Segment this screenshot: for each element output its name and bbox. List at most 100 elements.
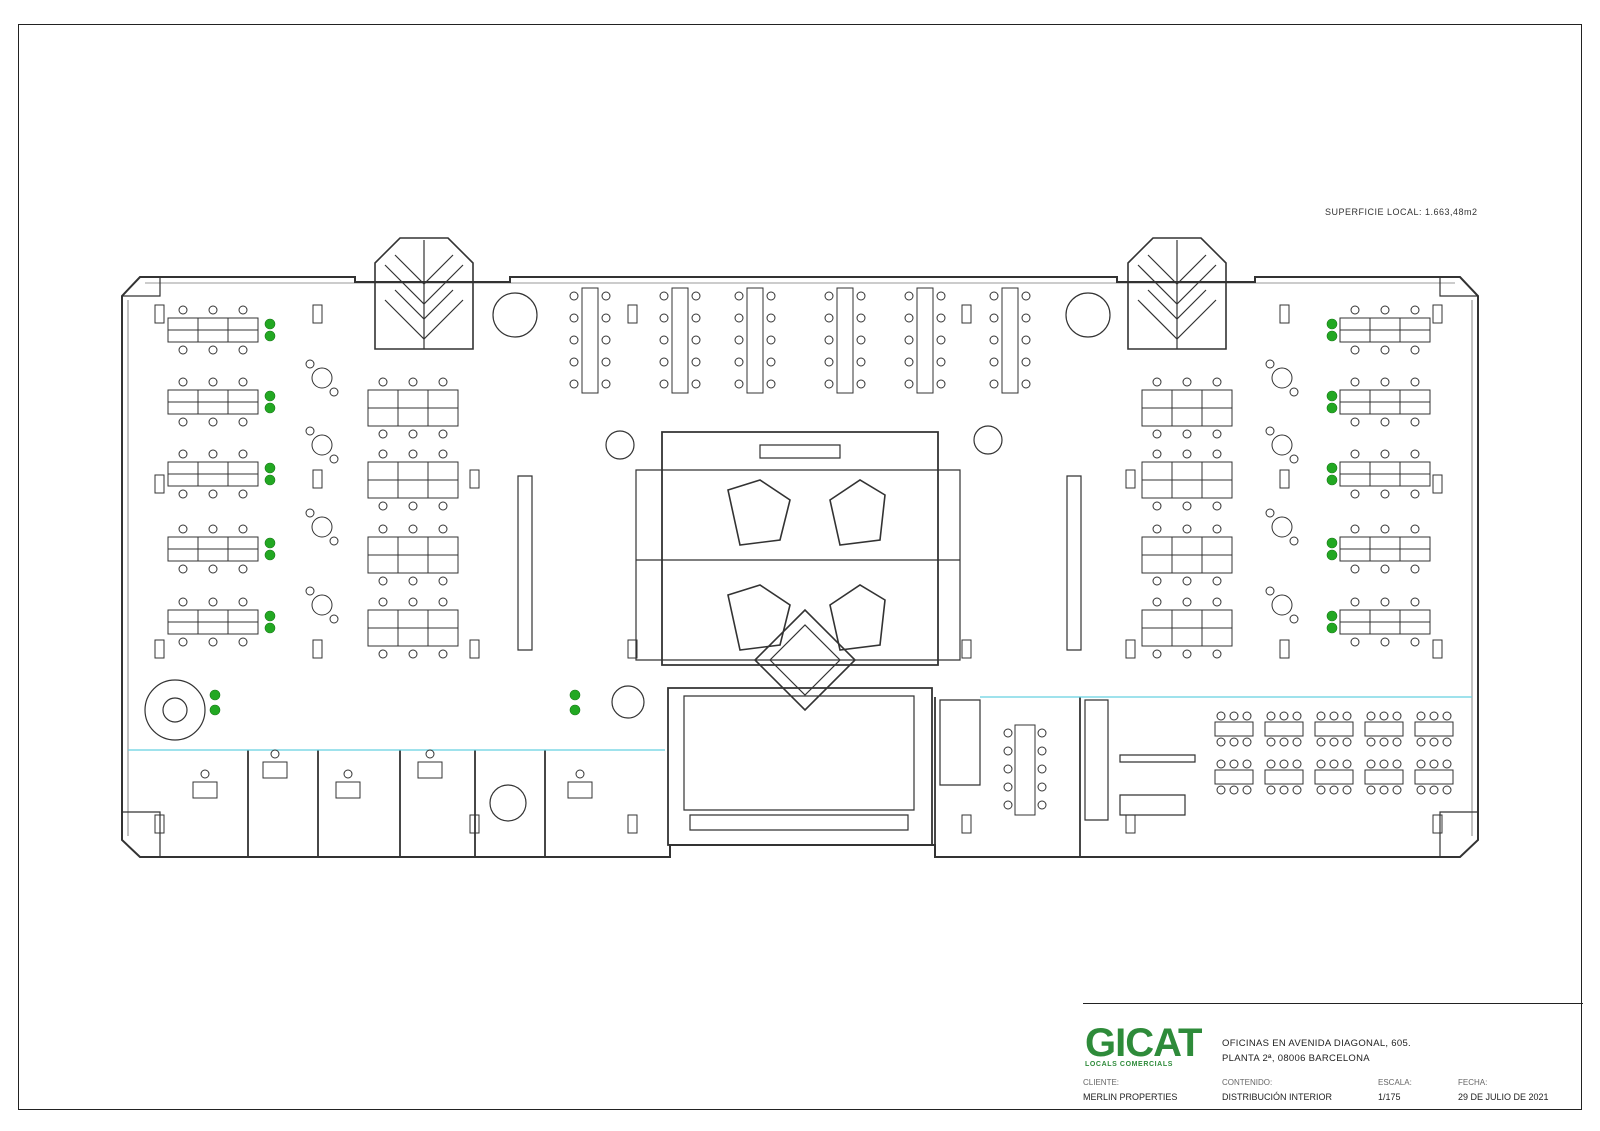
chair xyxy=(1379,785,1389,795)
chair xyxy=(1366,759,1376,769)
chair xyxy=(1350,417,1360,427)
plant xyxy=(1326,402,1338,414)
chair xyxy=(1279,737,1289,747)
column xyxy=(312,469,323,489)
chair xyxy=(178,564,188,574)
chair xyxy=(1212,501,1222,511)
chair xyxy=(1429,785,1439,795)
chair xyxy=(1216,711,1226,721)
chair xyxy=(1152,649,1162,659)
chair xyxy=(1242,785,1252,795)
column xyxy=(312,639,323,659)
chair xyxy=(1380,489,1390,499)
chair xyxy=(824,357,834,367)
stair-tower-right xyxy=(1127,237,1227,350)
column xyxy=(469,469,480,489)
chair xyxy=(1212,449,1222,459)
chair xyxy=(378,524,388,534)
chair xyxy=(601,335,611,345)
plant xyxy=(1326,474,1338,486)
chair xyxy=(1021,313,1031,323)
chair xyxy=(305,359,315,369)
plant xyxy=(1326,318,1338,330)
column xyxy=(1432,814,1443,834)
chair xyxy=(659,357,669,367)
chair xyxy=(178,305,188,315)
glass-partitions xyxy=(128,696,1472,751)
round-table xyxy=(1271,594,1293,616)
office-desk xyxy=(567,781,593,799)
chair xyxy=(1003,764,1013,774)
chair xyxy=(1342,737,1352,747)
chair xyxy=(1329,737,1339,747)
chair xyxy=(378,649,388,659)
chair xyxy=(1182,501,1192,511)
chair xyxy=(659,379,669,389)
chair xyxy=(1212,649,1222,659)
chair xyxy=(438,576,448,586)
chair xyxy=(1037,728,1047,738)
column xyxy=(961,814,972,834)
chair xyxy=(989,335,999,345)
plant xyxy=(1326,610,1338,622)
chair xyxy=(734,313,744,323)
round-table xyxy=(311,516,333,538)
plant xyxy=(264,462,276,474)
plant xyxy=(264,474,276,486)
chair xyxy=(1392,711,1402,721)
chair xyxy=(178,524,188,534)
chair xyxy=(989,379,999,389)
column xyxy=(154,304,165,324)
column xyxy=(1432,304,1443,324)
chair xyxy=(378,377,388,387)
chair xyxy=(1329,759,1339,769)
drawing-frame xyxy=(18,24,1582,1110)
chair xyxy=(1229,711,1239,721)
chair xyxy=(766,313,776,323)
chair xyxy=(438,501,448,511)
chair xyxy=(1410,417,1420,427)
chair xyxy=(1037,764,1047,774)
chair xyxy=(1212,377,1222,387)
round-table xyxy=(1271,516,1293,538)
chair xyxy=(1021,357,1031,367)
chair xyxy=(1350,449,1360,459)
column xyxy=(1125,639,1136,659)
column xyxy=(1279,639,1290,659)
round-table xyxy=(1271,367,1293,389)
column xyxy=(961,304,972,324)
chair xyxy=(1152,597,1162,607)
chair xyxy=(1265,359,1275,369)
chair xyxy=(1366,737,1376,747)
chair xyxy=(378,597,388,607)
chair xyxy=(936,313,946,323)
chair xyxy=(1380,524,1390,534)
chair xyxy=(691,291,701,301)
brand-logo: GICAT LOCALS COMERCIALS xyxy=(1085,1021,1202,1068)
chair xyxy=(425,749,435,759)
chair xyxy=(1152,576,1162,586)
chair xyxy=(1410,597,1420,607)
dining-table xyxy=(1414,721,1454,737)
bench-desk xyxy=(916,287,934,394)
chair xyxy=(1279,759,1289,769)
chair xyxy=(408,649,418,659)
chair xyxy=(1410,524,1420,534)
scale-label: ESCALA: xyxy=(1378,1078,1412,1087)
column xyxy=(312,304,323,324)
brand-name: GICAT xyxy=(1085,1021,1202,1065)
plant xyxy=(264,622,276,634)
chair xyxy=(1242,759,1252,769)
chair xyxy=(1410,564,1420,574)
chair xyxy=(1442,785,1452,795)
chair xyxy=(1410,489,1420,499)
plant xyxy=(1326,622,1338,634)
dining-table xyxy=(1314,769,1354,785)
chair xyxy=(238,564,248,574)
chair xyxy=(1329,785,1339,795)
chair xyxy=(305,426,315,436)
chair xyxy=(178,597,188,607)
chair xyxy=(438,524,448,534)
chair xyxy=(208,345,218,355)
